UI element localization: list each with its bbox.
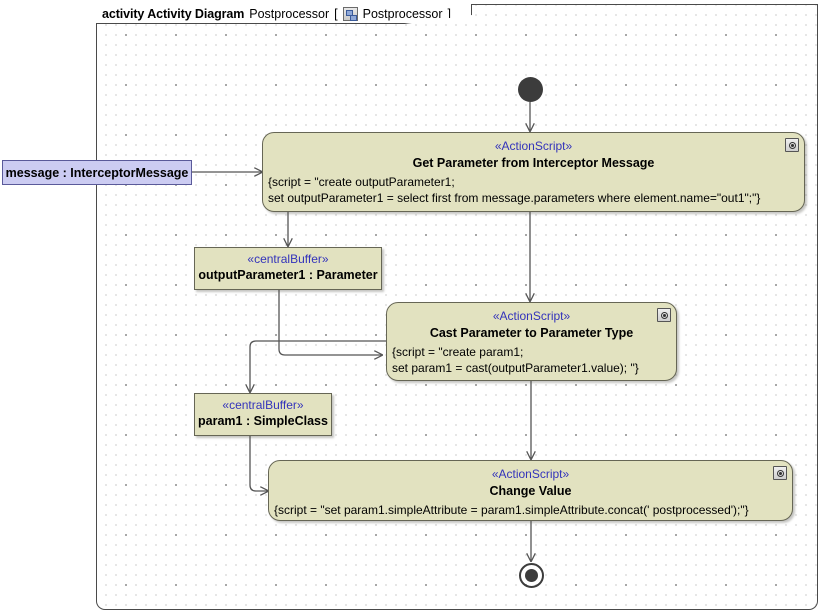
action2-stereotype: «ActionScript»	[492, 309, 571, 323]
central-buffer-outputparameter1[interactable]: «centralBuffer» outputParameter1 : Param…	[194, 247, 382, 290]
frame-title-bracket-open: [	[334, 6, 338, 21]
action1-stereotype: «ActionScript»	[494, 139, 573, 153]
buffer1-name: outputParameter1 : Parameter	[198, 268, 378, 282]
central-buffer-param1[interactable]: «centralBuffer» param1 : SimpleClass	[194, 393, 332, 436]
action2-title: Cast Parameter to Parameter Type	[429, 326, 634, 340]
buffer2-stereotype: «centralBuffer»	[222, 398, 304, 412]
input-parameter-message[interactable]: message : InterceptorMessage	[2, 160, 192, 185]
action2-body-line2: set param1 = cast(outputParameter1.value…	[392, 361, 639, 375]
activity-final-node[interactable]	[519, 563, 544, 588]
action2-body-line1: {script = "create param1;	[392, 345, 524, 359]
action3-stereotype: «ActionScript»	[491, 467, 570, 481]
script-badge-icon	[657, 308, 671, 322]
action3-title: Change Value	[489, 484, 572, 498]
action3-body-line1: {script = "set param1.simpleAttribute = …	[274, 503, 749, 517]
action1-body-line1: {script = "create outputParameter1;	[268, 175, 455, 189]
action-cast-parameter-to-parameter-type[interactable]: «ActionScript» Cast Parameter to Paramet…	[386, 302, 677, 381]
frame-title-tab[interactable]: activity Activity Diagram Postprocessor …	[96, 4, 473, 24]
input-parameter-label: message : InterceptorMessage	[5, 165, 189, 180]
action1-body-line2: set outputParameter1 = select first from…	[268, 191, 761, 205]
frame-title-diagram-name: Postprocessor	[249, 6, 330, 21]
initial-node[interactable]	[518, 77, 543, 102]
action-get-parameter-from-interceptor-message[interactable]: «ActionScript» Get Parameter from Interc…	[262, 132, 805, 212]
uml-activity-icon	[342, 6, 358, 21]
action-change-value[interactable]: «ActionScript» Change Value {script = "s…	[268, 460, 793, 521]
action1-title: Get Parameter from Interceptor Message	[412, 156, 655, 170]
script-badge-icon	[773, 466, 787, 480]
buffer1-stereotype: «centralBuffer»	[247, 252, 329, 266]
buffer2-name: param1 : SimpleClass	[198, 414, 328, 428]
frame-title-qualifier: Postprocessor	[362, 6, 443, 21]
script-badge-icon	[785, 138, 799, 152]
frame-title-bracket-close: ]	[447, 6, 452, 21]
frame-title-keyword: activity Activity Diagram	[102, 6, 245, 21]
